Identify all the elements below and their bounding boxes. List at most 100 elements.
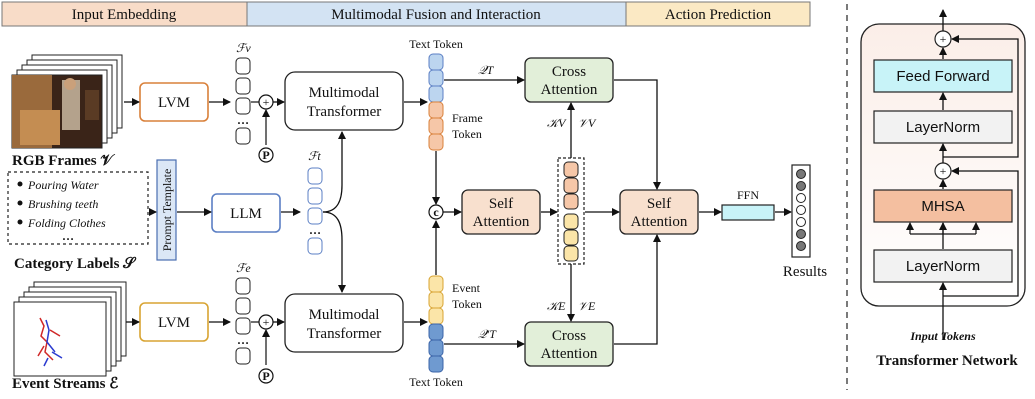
fe-token-column: … bbox=[235, 277, 251, 365]
arrow-ft-to-mm-top bbox=[322, 131, 346, 213]
kv-bottom-k: 𝒦E bbox=[547, 299, 566, 313]
text-token-bottom-label: Text Token bbox=[409, 375, 463, 389]
mm-bottom-line1: Multimodal bbox=[309, 307, 380, 323]
header-action-prediction bbox=[625, 1, 811, 27]
rgb-frames-image bbox=[11, 54, 123, 149]
svg-text:+: + bbox=[263, 315, 270, 329]
kv-top-v: 𝒱V bbox=[578, 116, 597, 130]
svg-text:…: … bbox=[237, 333, 249, 347]
self-attention-1-line2: Attention bbox=[473, 214, 530, 230]
cross-attention-bottom-line1: Cross bbox=[552, 328, 586, 344]
svg-text:+: + bbox=[940, 164, 947, 178]
multimodal-transformer-top bbox=[284, 71, 404, 131]
cross-attention-top-line2: Attention bbox=[541, 82, 598, 98]
llm-box bbox=[211, 193, 281, 233]
category-labels-label: Category Labels 𝒮 bbox=[14, 256, 137, 272]
bullet-icon bbox=[17, 200, 23, 206]
fv-label: ℱv bbox=[236, 41, 251, 55]
arrow-ft-to-mm-bottom bbox=[322, 211, 346, 293]
position-encoding-icon bbox=[258, 368, 274, 384]
kv-top-k: 𝒦V bbox=[547, 116, 567, 130]
text-token-top-column bbox=[428, 53, 444, 103]
svg-text:+: + bbox=[263, 95, 270, 109]
feed-forward-box bbox=[873, 59, 1013, 93]
self-attention-2-line1: Self bbox=[647, 196, 671, 212]
bullet-icon bbox=[17, 219, 23, 225]
mm-top-line2: Transformer bbox=[307, 104, 381, 120]
position-encoding-icon bbox=[258, 147, 274, 163]
layernorm-bottom-label: LayerNorm bbox=[906, 258, 980, 275]
text-token-bottom-column bbox=[428, 323, 444, 373]
fe-label: ℱe bbox=[236, 261, 251, 275]
layernorm-bottom-box bbox=[873, 249, 1013, 283]
cross-attention-bottom-line2: Attention bbox=[541, 346, 598, 362]
svg-text:…: … bbox=[309, 223, 321, 237]
header-input-embedding-label: Input Embedding bbox=[72, 7, 177, 23]
category-list: Pouring Water Brushing teeth Folding Clo… bbox=[17, 178, 106, 243]
ft-token-column: … bbox=[307, 167, 323, 255]
feed-forward-label: Feed Forward bbox=[896, 68, 989, 85]
self-attention-1-box bbox=[461, 189, 541, 235]
fv-token-column: … bbox=[235, 57, 251, 145]
residual-connection-1 bbox=[943, 167, 1019, 297]
fused-event-tokens bbox=[563, 213, 579, 262]
fused-frame-tokens bbox=[563, 161, 579, 210]
svg-text:+: + bbox=[940, 32, 947, 46]
event-token-label-2: Token bbox=[452, 297, 482, 311]
svg-text:P: P bbox=[262, 369, 269, 383]
header-action-prediction-label: Action Prediction bbox=[665, 7, 772, 23]
svg-text:…: … bbox=[237, 113, 249, 127]
q-bottom-label: 𝒬′T bbox=[478, 327, 497, 341]
bullet-icon bbox=[17, 181, 23, 187]
result-nodes bbox=[796, 169, 806, 251]
header-input-embedding bbox=[1, 1, 248, 27]
multimodal-transformer-bottom bbox=[284, 293, 404, 353]
cross-attention-top-line1: Cross bbox=[552, 64, 586, 80]
category-item: Pouring Water bbox=[27, 178, 99, 192]
category-item: Folding Clothes bbox=[27, 216, 106, 230]
lvm-bottom-box bbox=[139, 302, 209, 342]
mhsa-label: MHSA bbox=[921, 198, 964, 215]
q-top-label: 𝒬T bbox=[478, 63, 495, 77]
category-labels-box bbox=[7, 171, 149, 245]
mm-bottom-line2: Transformer bbox=[307, 326, 381, 342]
frame-token-label-1: Frame bbox=[452, 111, 483, 125]
event-streams-image bbox=[13, 281, 127, 377]
transformer-network-title: Transformer Network bbox=[876, 353, 1018, 369]
mm-top-line1: Multimodal bbox=[309, 85, 380, 101]
ffn-label: FFN bbox=[737, 188, 759, 202]
category-item: Brushing teeth bbox=[28, 197, 98, 211]
mhsa-box bbox=[873, 189, 1013, 223]
self-attention-2-line2: Attention bbox=[631, 214, 688, 230]
event-token-label-1: Event bbox=[452, 281, 481, 295]
layernorm-top-label: LayerNorm bbox=[906, 119, 980, 136]
frame-token-label-2: Token bbox=[452, 127, 482, 141]
residual-connection-2 bbox=[943, 35, 1019, 158]
prompt-template-box bbox=[156, 159, 177, 261]
header-multimodal-fusion-label: Multimodal Fusion and Interaction bbox=[331, 7, 541, 23]
event-streams-label: Event Streams ℰ bbox=[12, 376, 118, 392]
text-token-top-label: Text Token bbox=[409, 37, 463, 51]
category-more: … bbox=[62, 229, 74, 243]
frame-token-column bbox=[428, 101, 444, 151]
event-token-column bbox=[428, 275, 444, 325]
cross-attention-bottom-box bbox=[524, 321, 614, 367]
ft-label: ℱt bbox=[308, 149, 321, 163]
lvm-top-label: LVM bbox=[158, 95, 190, 111]
results-label: Results bbox=[783, 264, 827, 280]
svg-text:P: P bbox=[262, 148, 269, 162]
lvm-bottom-label: LVM bbox=[158, 315, 190, 331]
self-attention-1-line1: Self bbox=[489, 196, 513, 212]
svg-text:c: c bbox=[433, 205, 439, 219]
prompt-template-label: Prompt Template bbox=[160, 169, 174, 252]
section-header: Input Embedding Multimodal Fusion and In… bbox=[1, 1, 811, 27]
ffn-box bbox=[721, 204, 775, 221]
llm-label: LLM bbox=[230, 206, 262, 222]
kv-bottom-v: 𝒱E bbox=[578, 299, 596, 313]
header-multimodal-fusion bbox=[246, 1, 627, 27]
input-tokens-label: Input Tokens bbox=[909, 329, 976, 343]
lvm-top-box bbox=[139, 82, 209, 122]
rgb-frames-label: RGB Frames 𝒱 bbox=[12, 153, 115, 169]
